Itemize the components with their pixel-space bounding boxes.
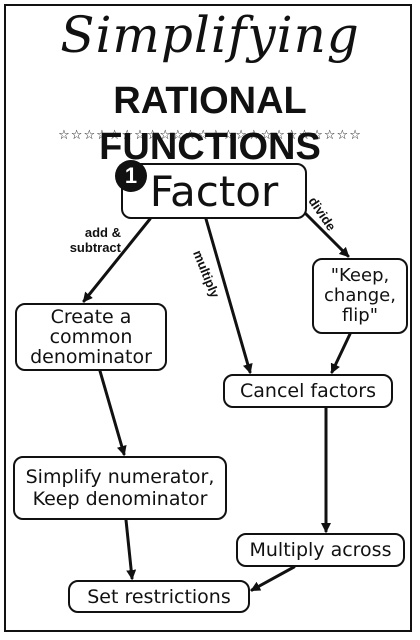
simplify-line-2: Keep denominator <box>32 488 208 510</box>
keep-line-1: "Keep, <box>330 265 390 286</box>
arrow-factor-to-keep <box>300 208 350 258</box>
arrow-simplify-to-restrict <box>124 518 137 580</box>
edge-label-add-subtract: add & subtract <box>63 225 121 255</box>
common-line-3: denominator <box>30 346 152 368</box>
multiply-across-label: Multiply across <box>249 539 392 561</box>
common-line-1: Create a <box>50 306 132 328</box>
arrow-factor-to-common <box>82 217 152 303</box>
multiply-across-node: Multiply across <box>236 533 405 567</box>
keep-line-2: change, <box>324 285 396 306</box>
edge-label-add-line-1: add & <box>84 225 121 240</box>
common-denominator-node: Create a common denominator <box>15 303 167 371</box>
cancel-factors-node: Cancel factors <box>223 374 393 408</box>
set-restrictions-node: Set restrictions <box>68 580 250 613</box>
keep-change-flip-node: "Keep, change, flip" <box>312 258 408 334</box>
star-divider: ☆☆☆☆☆☆☆☆☆☆☆☆☆☆☆☆☆☆☆☆☆☆☆☆ <box>58 128 362 143</box>
step-number-badge: 1 <box>115 160 147 192</box>
edge-label-add-line-2: subtract <box>69 240 121 255</box>
factor-label: Factor <box>149 166 279 216</box>
arrow-multiply-to-restrict <box>250 565 296 592</box>
simplify-numerator-node: Simplify numerator, Keep denominator <box>13 456 227 520</box>
arrow-common-to-simplify <box>98 369 127 456</box>
simplify-line-1: Simplify numerator, <box>25 466 215 488</box>
cancel-factors-label: Cancel factors <box>240 380 376 402</box>
keep-line-3: flip" <box>341 305 379 326</box>
arrow-keep-to-cancel <box>330 332 352 374</box>
set-restrictions-label: Set restrictions <box>87 585 231 608</box>
page-title: Simplifying <box>60 6 360 64</box>
common-line-2: common <box>49 326 133 348</box>
factor-node: Factor <box>121 163 307 219</box>
arrow-factor-to-cancel <box>204 217 253 374</box>
